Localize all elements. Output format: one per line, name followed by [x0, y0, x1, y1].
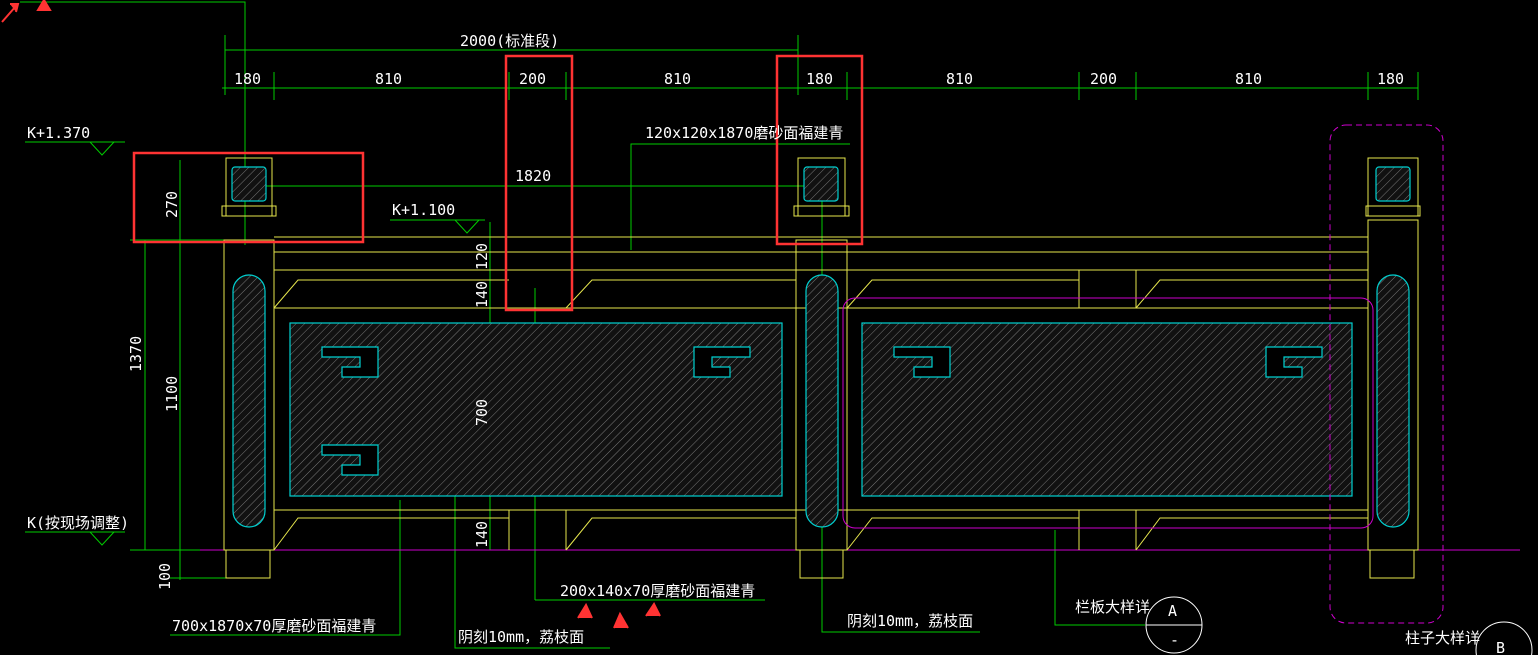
dim-label-seg-6: 200 — [1090, 70, 1117, 88]
dim-label-seg-2: 200 — [519, 70, 546, 88]
dim-label-100: 100 — [156, 563, 174, 590]
dim-label-seg-4: 180 — [806, 70, 833, 88]
rail-slant — [846, 517, 1079, 551]
rail-slant — [273, 517, 509, 551]
level-post-top: K+1.370 — [27, 124, 90, 142]
leader-post-material — [170, 500, 401, 636]
red-arrow-icon — [645, 602, 661, 617]
red-arrow-icon — [613, 611, 629, 629]
detail-b-circle[interactable] — [1475, 621, 1533, 655]
dim-label-1370: 1370 — [127, 336, 145, 372]
label-rail-material: 200x140x70厚磨砂面福建青 — [560, 582, 755, 600]
panel-right — [861, 322, 1353, 497]
dim-label-140-top: 140 — [473, 281, 491, 308]
post-right — [1365, 157, 1421, 579]
highlight-group — [132, 54, 864, 312]
text-group: 2000(标准段) 180 810 200 810 180 810 200 81… — [27, 32, 1505, 655]
dim-label-120: 120 — [473, 243, 491, 270]
red-arrow-group — [1, 0, 661, 629]
dim-label-seg-1: 810 — [375, 70, 402, 88]
corner-leader-line — [20, 1, 246, 245]
detail-marker-group — [1145, 596, 1533, 655]
highlight-post-cap-middle[interactable] — [775, 54, 864, 246]
label-post-material: 700x1870x70厚磨砂面福建青 — [172, 617, 376, 635]
detail-b-boundary — [1329, 124, 1444, 624]
level-rail-top: K+1.100 — [392, 201, 455, 219]
leader-engrave-left — [454, 470, 610, 649]
panel-left — [289, 322, 783, 497]
rail-slant — [273, 279, 509, 309]
detail-a-boundary — [842, 297, 1374, 529]
post-cap-right — [1375, 166, 1411, 202]
dim-label-seg-5: 810 — [946, 70, 973, 88]
rail-slant — [1135, 517, 1368, 551]
leader-detail-a — [1054, 530, 1145, 626]
level-triangle — [89, 141, 115, 156]
level-triangle — [454, 219, 480, 234]
post-cap-left — [231, 166, 267, 202]
panel-group — [231, 166, 1411, 528]
post-left — [221, 157, 277, 579]
detail-a-sheet: - — [1170, 631, 1179, 649]
dim-label-140-bottom: 140 — [473, 521, 491, 548]
level-triangle — [89, 531, 115, 546]
label-top-rail-material: 120x120x1870磨砂面福建青 — [645, 124, 843, 142]
dim-label-seg-7: 810 — [1235, 70, 1262, 88]
red-arrow-icon — [1, 3, 20, 23]
label-panel-detail: 栏板大样详 — [1075, 598, 1150, 616]
red-arrow-icon — [577, 602, 593, 619]
dim-label-700: 700 — [473, 399, 491, 426]
post-slot-right — [1376, 274, 1410, 528]
dim-label-1820: 1820 — [515, 167, 551, 185]
dim-label-seg-8: 180 — [1377, 70, 1404, 88]
dim-label-1100: 1100 — [163, 376, 181, 412]
dim-label-seg-3: 810 — [664, 70, 691, 88]
highlight-200-column[interactable] — [504, 54, 574, 312]
post-slot-middle — [805, 274, 839, 528]
dim-label-seg-0: 180 — [234, 70, 261, 88]
label-engrave-right: 阴刻10mm，荔枝面 — [847, 612, 973, 630]
post-cap-middle — [803, 166, 839, 202]
level-ground: K(按现场调整) — [27, 514, 129, 532]
highlight-post-cap-left[interactable] — [132, 151, 365, 244]
rail-slant — [1135, 279, 1368, 309]
detail-b-id: B — [1496, 639, 1505, 655]
rail-slant — [565, 279, 796, 309]
rail-slant — [565, 517, 796, 551]
detail-boundary-group — [842, 124, 1444, 624]
post-slot-left — [232, 274, 266, 528]
dim-label-270: 270 — [163, 191, 181, 218]
label-post-detail: 柱子大样详 — [1405, 629, 1480, 647]
label-engrave-left: 阴刻10mm，荔枝面 — [458, 628, 584, 646]
red-arrow-icon — [36, 0, 52, 11]
post-middle — [793, 157, 850, 579]
dim-label-standard-section: 2000(标准段) — [460, 32, 559, 50]
detail-a-id: A — [1168, 602, 1177, 620]
rail-slant — [846, 279, 1079, 309]
